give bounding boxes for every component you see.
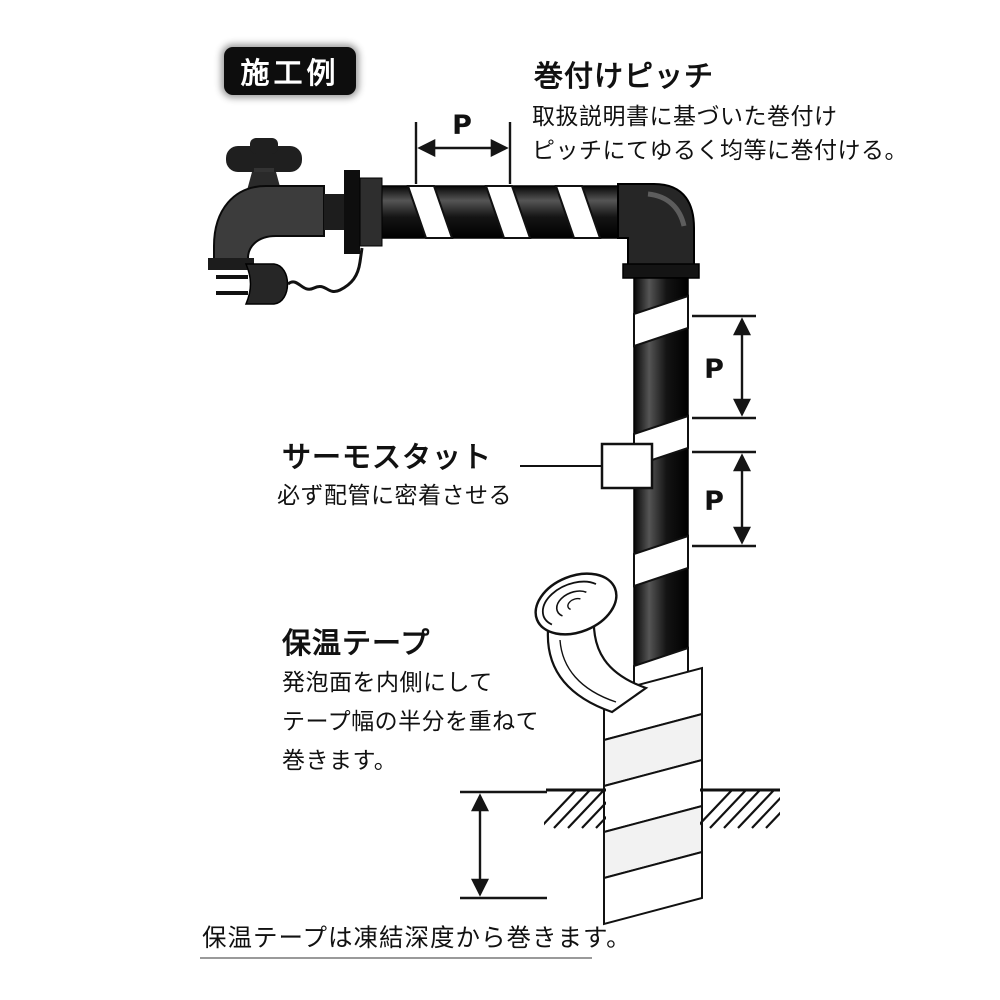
heater-band <box>633 534 689 588</box>
thermostat-box <box>520 442 654 490</box>
pipe-flange <box>359 177 383 247</box>
tape-description-line1: 発泡面を内側にして <box>282 670 493 696</box>
pitch-label-right-lower: P <box>704 486 724 517</box>
ground-line <box>544 788 780 829</box>
insulation-tape-roll <box>534 572 649 714</box>
horizontal-pipe <box>373 185 627 239</box>
vertical-pipe <box>633 277 689 715</box>
heater-band <box>406 185 454 239</box>
heater-band <box>633 294 689 348</box>
power-plug <box>216 247 364 305</box>
pipe-elbow <box>617 183 700 279</box>
footer-note: 保温テープは凍結深度から巻きます。 <box>202 923 632 952</box>
faucet <box>208 138 383 270</box>
insulation-wrap <box>603 666 703 926</box>
pitch-description-line2: ピッチにてゆるく均等に巻付ける。 <box>532 138 908 164</box>
heater-band <box>554 185 602 239</box>
pipe-flange <box>344 170 360 254</box>
dimension-pitch-right-lower <box>692 450 756 548</box>
pitch-label-right-upper: P <box>704 354 724 385</box>
tape-description-line3: 巻きます。 <box>282 748 398 774</box>
pitch-title: 巻付けピッチ <box>534 59 715 93</box>
power-cord <box>287 247 364 293</box>
dimension-pitch-top <box>414 122 512 184</box>
pitch-label-top: P <box>452 110 472 141</box>
pitch-description: 取扱説明書に基づいた巻付け ピッチにてゆるく均等に巻付ける。 <box>532 100 908 168</box>
tape-ribbon <box>546 614 649 714</box>
tape-description-line2: テープ幅の半分を重ねて <box>282 709 540 735</box>
ground-hatch-right <box>700 789 780 829</box>
example-badge: 施工例 <box>224 47 356 95</box>
ground-hatch-left <box>544 789 606 829</box>
dimension-freezing-depth <box>460 790 547 900</box>
dimension-pitch-right-upper <box>692 314 756 420</box>
thermostat-title: サーモスタット <box>282 440 493 474</box>
tape-description: 発泡面を内側にして テープ幅の半分を重ねて 巻きます。 <box>282 664 539 781</box>
thermostat-description: 必ず配管に密着させる <box>277 483 512 509</box>
heater-band <box>484 185 532 239</box>
pipe-fitting <box>324 194 344 230</box>
pitch-description-line1: 取扱説明書に基づいた巻付け <box>532 104 838 130</box>
tape-title: 保温テープ <box>282 626 431 660</box>
